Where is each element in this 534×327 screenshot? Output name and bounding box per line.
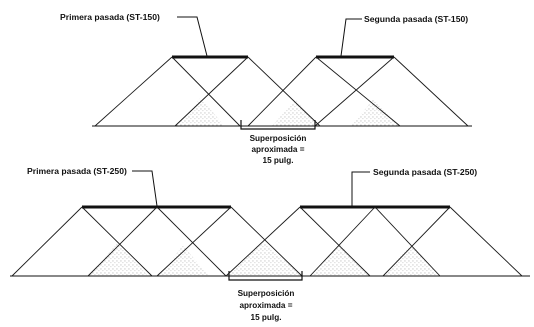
- bottom-first-pass-label: Primera pasada (ST-250): [27, 166, 127, 176]
- bottom-overlap-area-2: [157, 246, 210, 276]
- bottom-overlap-area-3: [226, 242, 302, 276]
- top-overlap-note: Superposición aproximada = 15 pulg.: [250, 134, 307, 165]
- top-diagram: Primera pasada (ST-150) Segunda pasada (…: [60, 12, 472, 165]
- bottom-overlap-area-5: [383, 244, 440, 276]
- top-first-pass-spray: [94, 56, 321, 127]
- svg-text:Superposición: Superposición: [238, 289, 295, 298]
- bottom-diagram: Primera pasada (ST-250) Segunda pasada (…: [10, 166, 530, 322]
- bottom-overlap-bracket: [228, 271, 303, 281]
- bottom-overlap-area-4: [310, 244, 370, 276]
- top-overlap-area-2: [272, 100, 320, 126]
- top-second-pass-leader: [340, 18, 362, 57]
- svg-text:15 pulg.: 15 pulg.: [251, 313, 282, 322]
- svg-text:aproximada =: aproximada =: [239, 301, 292, 310]
- top-overlap-area-3: [350, 99, 400, 126]
- bottom-overlap-area-1: [88, 243, 148, 276]
- bottom-second-pass-leader: [351, 171, 370, 206]
- top-overlap-area-1: [175, 98, 225, 126]
- top-overlap-bracket: [240, 120, 316, 130]
- top-second-pass-spray: [247, 56, 469, 127]
- top-second-pass-label: Segunda pasada (ST-150): [364, 14, 468, 24]
- bottom-first-pass-spray: [11, 206, 303, 277]
- bottom-overlap-note: Superposición aproximada = 15 pulg.: [238, 289, 295, 322]
- svg-text:Superposición: Superposición: [250, 134, 307, 143]
- top-first-pass-leader: [177, 16, 208, 57]
- top-first-pass-label: Primera pasada (ST-150): [60, 12, 160, 22]
- svg-text:aproximada =: aproximada =: [251, 145, 304, 154]
- svg-text:15 pulg.: 15 pulg.: [263, 156, 294, 165]
- bottom-second-pass-spray: [225, 206, 523, 277]
- bottom-first-pass-leader: [132, 170, 158, 207]
- bottom-second-pass-label: Segunda pasada (ST-250): [373, 167, 477, 177]
